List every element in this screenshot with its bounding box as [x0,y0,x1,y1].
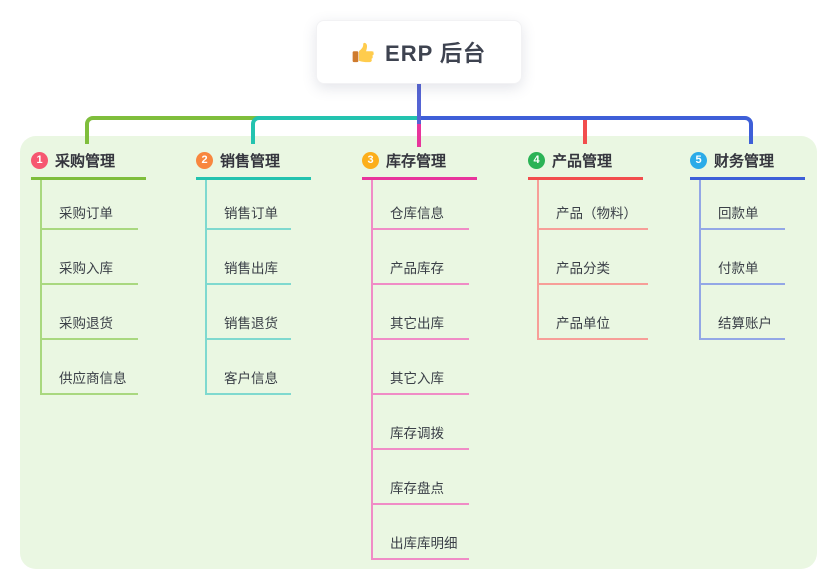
child-node[interactable]: 付款单 [701,230,785,285]
branch-children: 仓库信息产品库存其它出库其它入库库存调拨库存盘点出库库明细 [371,180,469,560]
connector-branch-2 [251,116,419,144]
connector-branch-3 [417,122,421,147]
branch-badge: 5 [690,152,707,169]
connector-branch-4 [583,120,587,144]
child-node[interactable]: 出库库明细 [373,505,469,560]
branch-badge: 2 [196,152,213,169]
branch-2: 2 销售管理 销售订单销售出库销售退货客户信息 [196,150,311,395]
branch-children: 销售订单销售出库销售退货客户信息 [205,180,291,395]
child-node[interactable]: 采购订单 [42,180,138,230]
child-node[interactable]: 仓库信息 [373,180,469,230]
branch-header-3[interactable]: 3 库存管理 [362,150,477,180]
child-node[interactable]: 销售出库 [207,230,291,285]
child-node[interactable]: 库存调拨 [373,395,469,450]
branch-label: 采购管理 [55,153,116,170]
connector-root [417,84,421,124]
child-node[interactable]: 销售订单 [207,180,291,230]
child-node[interactable]: 采购入库 [42,230,138,285]
branch-badge: 4 [528,152,545,169]
child-node[interactable]: 结算账户 [701,285,785,340]
branch-header-4[interactable]: 4 产品管理 [528,150,643,180]
child-node[interactable]: 客户信息 [207,340,291,395]
branch-header-2[interactable]: 2 销售管理 [196,150,311,180]
branch-4: 4 产品管理 产品（物料）产品分类产品单位 [528,150,648,340]
branch-badge: 3 [362,152,379,169]
connector-branch-5 [417,116,753,144]
branches-panel: 1 采购管理 采购订单采购入库采购退货供应商信息 2 销售管理 销售订单销售出库… [20,136,817,569]
branch-5: 5 财务管理 回款单付款单结算账户 [690,150,805,340]
branch-label: 产品管理 [552,153,613,170]
child-node[interactable]: 产品单位 [539,285,648,340]
child-node[interactable]: 回款单 [701,180,785,230]
child-node[interactable]: 产品库存 [373,230,469,285]
root-node[interactable]: ERP 后台 [316,20,522,84]
branch-label: 销售管理 [220,153,281,170]
child-node[interactable]: 供应商信息 [42,340,138,395]
child-node[interactable]: 其它入库 [373,340,469,395]
child-node[interactable]: 产品（物料） [539,180,648,230]
branch-label: 库存管理 [386,153,447,170]
child-node[interactable]: 其它出库 [373,285,469,340]
child-node[interactable]: 库存盘点 [373,450,469,505]
branch-3: 3 库存管理 仓库信息产品库存其它出库其它入库库存调拨库存盘点出库库明细 [362,150,477,560]
branch-header-1[interactable]: 1 采购管理 [31,150,146,180]
branch-children: 回款单付款单结算账户 [699,180,785,340]
branch-header-5[interactable]: 5 财务管理 [690,150,805,180]
child-node[interactable]: 采购退货 [42,285,138,340]
child-node[interactable]: 产品分类 [539,230,648,285]
branch-children: 产品（物料）产品分类产品单位 [537,180,648,340]
root-title: ERP 后台 [385,41,486,66]
branch-1: 1 采购管理 采购订单采购入库采购退货供应商信息 [31,150,146,395]
branch-children: 采购订单采购入库采购退货供应商信息 [40,180,138,395]
branch-label: 财务管理 [714,153,775,170]
branch-badge: 1 [31,152,48,169]
child-node[interactable]: 销售退货 [207,285,291,340]
thumbs-up-icon [352,41,375,64]
